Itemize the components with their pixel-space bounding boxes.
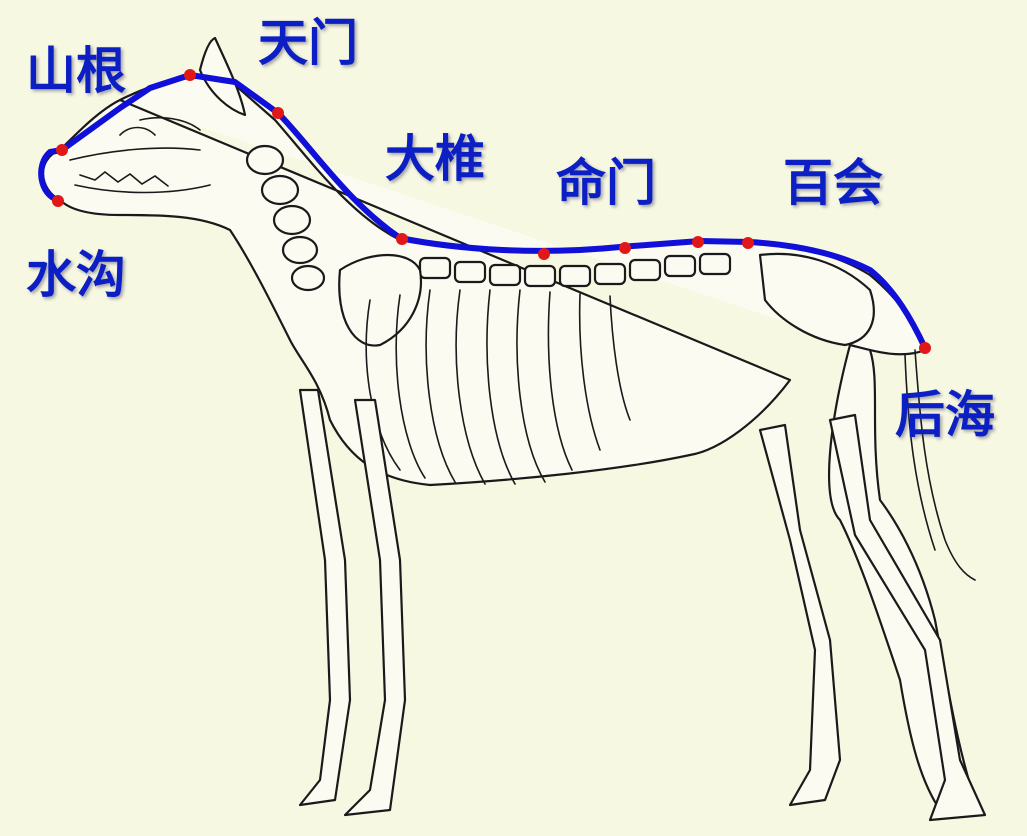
label-tianmen: 天门 <box>258 18 358 68</box>
acupoint-dazhui <box>396 233 408 245</box>
label-mingmen: 命门 <box>556 158 656 208</box>
tail <box>905 350 975 580</box>
acupoint-tianmen <box>272 107 284 119</box>
acupoint-baihui <box>742 237 754 249</box>
acupoint-point-8 <box>692 236 704 248</box>
acupoint-shuigou <box>52 195 64 207</box>
label-houhai: 后海 <box>895 390 995 440</box>
acupoint-houhai <box>919 342 931 354</box>
label-shuigou: 水沟 <box>26 250 126 300</box>
acupoint-point-6 <box>538 248 550 260</box>
label-baihui: 百会 <box>783 158 883 208</box>
label-shangen: 山根 <box>26 46 126 96</box>
acupoint-nose <box>56 144 68 156</box>
acupoint-mingmen <box>619 242 631 254</box>
label-dazhui: 大椎 <box>385 134 485 184</box>
acupoint-shangen <box>184 69 196 81</box>
